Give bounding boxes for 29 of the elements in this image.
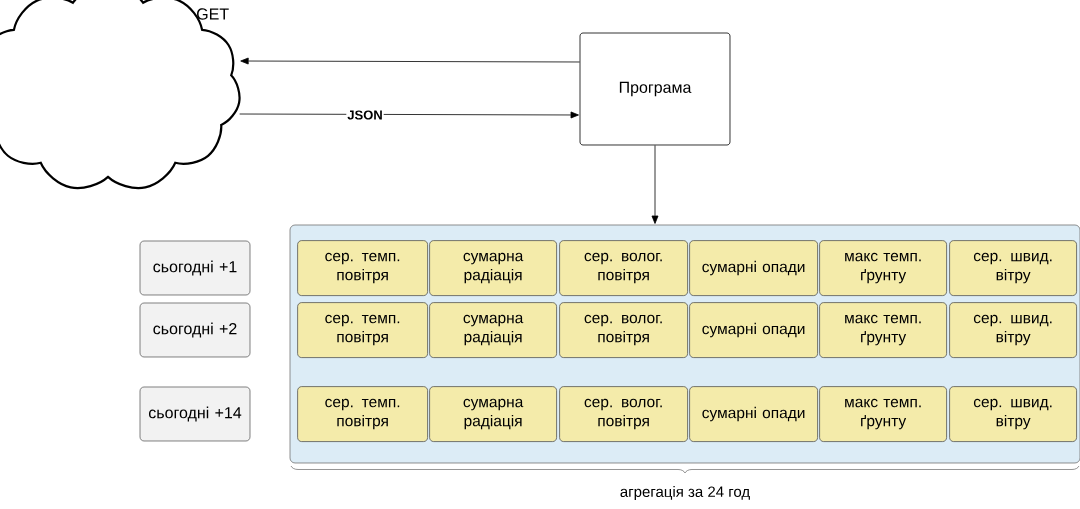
data-cell: сумарні опади — [689, 386, 818, 442]
arrow — [651, 145, 659, 224]
data-cell: макс темп. ґрунту — [819, 302, 947, 358]
data-cell: сумарна радіація — [429, 302, 557, 358]
data-cell: сер. швид. вітру — [949, 386, 1077, 442]
day-box: сьогодні +14 — [139, 386, 251, 442]
data-cell: сумарні опади — [689, 240, 818, 296]
data-cell: сер. волог. повітря — [559, 302, 688, 358]
data-cell: сумарна радіація — [429, 240, 557, 296]
data-cell: сер. темп. повітря — [297, 240, 428, 296]
data-cell: макс темп. ґрунту — [819, 386, 947, 442]
data-cell: сер. волог. повітря — [559, 386, 688, 442]
data-cell: сер. темп. повітря — [297, 386, 428, 442]
arrow — [240, 57, 580, 65]
edge-label: GET — [197, 8, 229, 20]
arrow — [239, 111, 579, 119]
cloud-shape — [0, 0, 241, 190]
data-cell: сумарна радіація — [429, 386, 557, 442]
data-cell: сер. швид. вітру — [949, 240, 1077, 296]
data-cell: сер. волог. повітря — [559, 240, 688, 296]
process-box: Програма — [579, 32, 731, 146]
day-box: сьогодні +1 — [139, 240, 251, 296]
data-cell: сер. швид. вітру — [949, 302, 1077, 358]
edge-label: JSON — [346, 109, 384, 121]
data-cell: сер. темп. повітря — [297, 302, 428, 358]
caption-label: агрегація за 24 год — [620, 486, 750, 500]
data-cell: сумарні опади — [689, 302, 818, 358]
day-box: сьогодні +2 — [139, 302, 251, 358]
data-cell: макс темп. ґрунту — [819, 240, 947, 296]
